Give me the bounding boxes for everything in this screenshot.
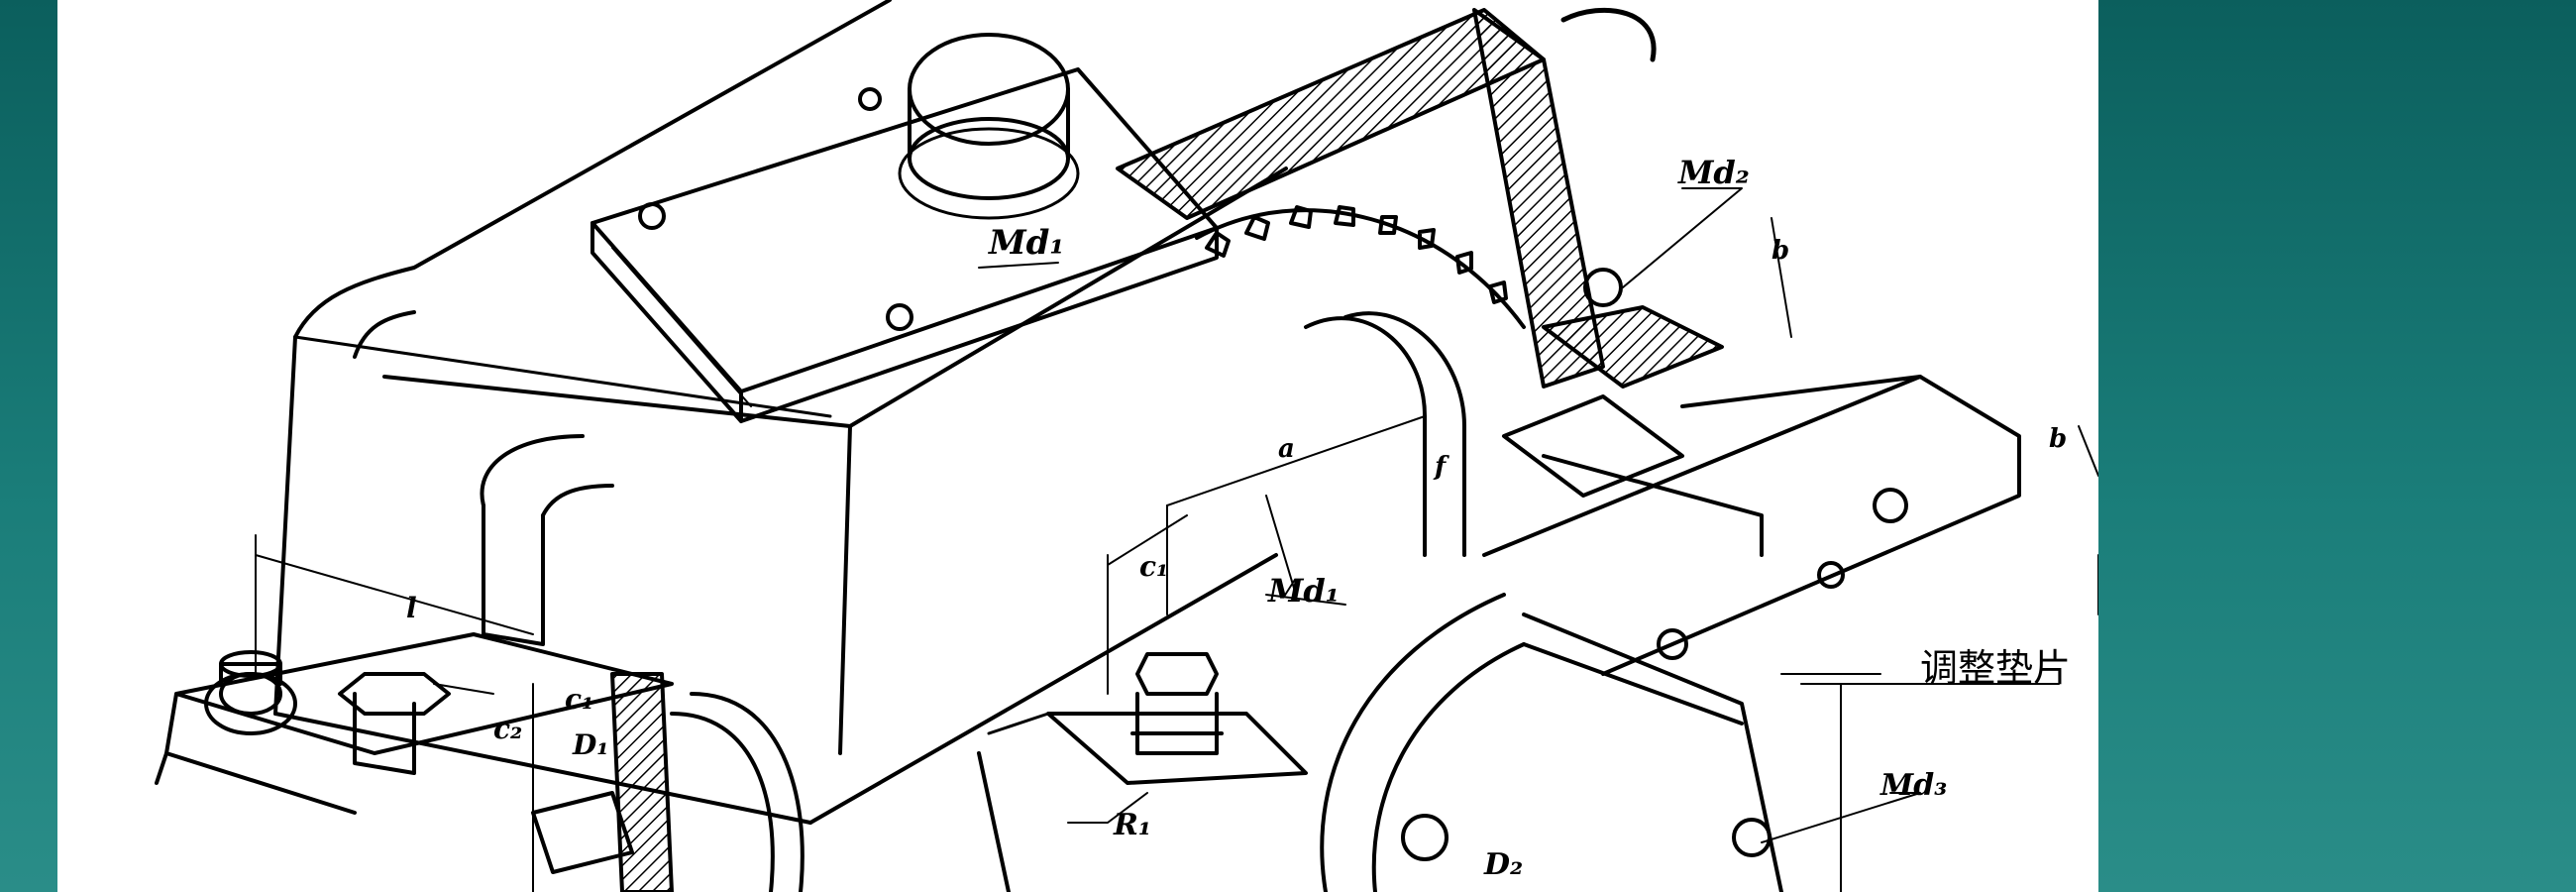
label-d1: D₁ <box>573 728 609 761</box>
dimension-lines <box>255 217 2098 892</box>
cover-plate <box>590 67 1219 423</box>
label-r1: R₁ <box>1114 808 1152 842</box>
left-base-plate <box>155 434 674 874</box>
label-md2-top: Md₂ <box>1678 154 1750 191</box>
technical-drawing-panel: Md₁ Md₂ Md₁ Md₃ 调整垫片 R₁ D₂ D₁ c₁ c₂ c₁ l… <box>57 0 2098 892</box>
right-base-plate <box>1482 375 2021 676</box>
label-c1-mid: c₁ <box>1139 550 1169 583</box>
label-md1-base: Md₁ <box>1268 572 1340 610</box>
label-a: a <box>1278 434 1295 464</box>
mechanism-line-drawing <box>155 0 2098 892</box>
label-f: f <box>1435 452 1447 482</box>
gear-sector <box>1195 205 1526 557</box>
label-b-top: b <box>1771 236 1790 266</box>
housing-body <box>273 0 1288 825</box>
lever-arm <box>1116 7 1724 389</box>
label-b-right: b <box>2049 424 2068 454</box>
label-leader-lines <box>978 187 2060 843</box>
left-brake-shoe <box>610 672 805 892</box>
label-md3: Md₃ <box>1880 768 1948 803</box>
label-l: l <box>406 592 417 624</box>
label-c1-left: c₁ <box>565 683 594 716</box>
cylinder-cap <box>898 33 1080 220</box>
label-adjust-shim: 调整垫片 <box>1920 646 2072 690</box>
label-d2: D₂ <box>1484 847 1524 882</box>
label-md1-cover: Md₁ <box>989 223 1065 263</box>
center-bolt <box>977 652 1308 892</box>
label-c2: c₂ <box>493 713 523 745</box>
brake-drum <box>1320 593 1783 892</box>
